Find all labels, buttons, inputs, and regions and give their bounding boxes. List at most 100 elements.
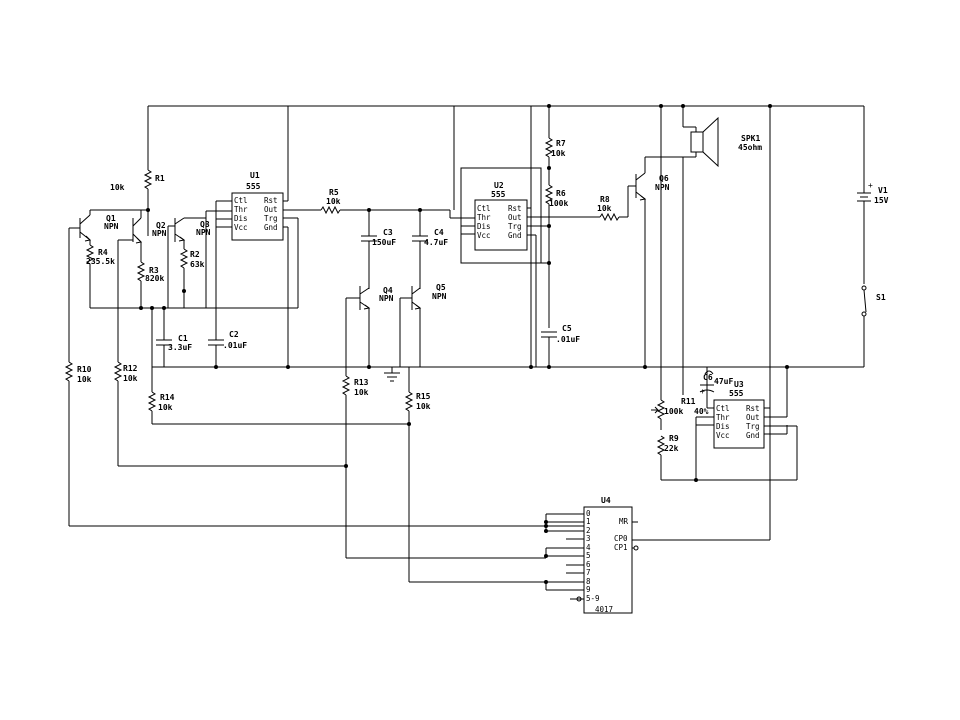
resistor-r3: R3 820k — [136, 242, 164, 308]
q5-label: Q5 — [436, 283, 446, 292]
u2-type: 555 — [491, 190, 506, 199]
s1-label: S1 — [876, 293, 886, 302]
ic-u2-555: U2 555 Ctl Thr Dis Vcc Rst Out Trg Gnd — [449, 106, 600, 367]
pin-label: Trg — [264, 214, 278, 223]
switch-s1: S1 — [861, 285, 886, 318]
transistor-q5: Q5 NPN — [399, 283, 447, 368]
pin-label: Ctl — [716, 404, 730, 413]
potentiometer-r11: R11 100k 40% — [651, 106, 709, 430]
transistor-q4: Q4 NPN — [345, 286, 394, 376]
c1-label: C1 — [178, 334, 188, 343]
r3-value: 820k — [145, 274, 164, 283]
r12-label: R12 — [123, 364, 138, 373]
q1-type: NPN — [104, 222, 119, 231]
r15-value: 10k — [416, 402, 431, 411]
r4-label: R4 — [98, 248, 108, 257]
u2-label: U2 — [494, 181, 504, 190]
pin-label: 6 — [586, 560, 591, 569]
capacitor-c3: C3 150uF — [361, 210, 396, 289]
pin-label: Trg — [746, 422, 760, 431]
ground-rail — [152, 318, 865, 368]
c5-value: .01uF — [556, 335, 580, 344]
r14-value: 10k — [158, 403, 173, 412]
pin-label: Vcc — [477, 231, 491, 240]
transistor-q1: Q1 NPN — [68, 209, 148, 362]
resistor-r4: R4 235.5k — [85, 240, 115, 308]
transistor-q6: Q6 NPN — [628, 156, 696, 367]
resistor-r8: R8 10k — [597, 186, 629, 222]
pin-label: Vcc — [234, 223, 248, 232]
ic-u3-555: U3 555 Ctl Thr Dis Vcc Rst Out Trg Gnd — [661, 106, 798, 540]
resistor-r2: R2 63k — [179, 240, 205, 308]
q4-type: NPN — [379, 294, 394, 303]
pin-label: Thr — [477, 213, 491, 222]
q2-label: Q2 — [156, 221, 166, 230]
capacitor-c5: C5 .01uF — [541, 324, 580, 367]
r2-value: 63k — [190, 260, 205, 269]
resistor-r7: R7 10k — [544, 106, 566, 185]
resistor-r14: R14 10k — [147, 367, 411, 426]
c6-label: C6 — [703, 373, 713, 382]
r9-value: 22k — [664, 444, 679, 453]
pin-label: Out — [264, 205, 278, 214]
c3-value: 150uF — [372, 238, 396, 247]
r13-label: R13 — [354, 378, 369, 387]
pin-label: 5 — [586, 551, 591, 560]
r8-value: 10k — [597, 204, 612, 213]
spk1-value: 45ohm — [738, 143, 762, 152]
v1-label: V1 — [878, 186, 888, 195]
resistor-r10: R10 10k — [64, 361, 584, 527]
c2-label: C2 — [229, 330, 239, 339]
u4-type: 4017 — [595, 605, 613, 614]
battery-v1: + V1 15V — [857, 181, 889, 284]
resistor-r15: R15 10k — [404, 367, 431, 582]
resistor-r5: R5 10k — [320, 188, 450, 215]
pin-label: 0 — [586, 509, 591, 518]
r5-label: R5 — [329, 188, 339, 197]
transistor-q3: Q3 NPN — [167, 217, 211, 308]
pin-label: Rst — [264, 196, 278, 205]
r3-label: R3 — [149, 266, 159, 275]
r10-label: R10 — [77, 365, 92, 374]
q1-label: Q1 — [106, 214, 116, 223]
pin-label: 8 — [586, 577, 591, 586]
u1-type: 555 — [246, 182, 261, 191]
capacitor-c1: C1 3.3uF — [156, 334, 192, 367]
q5-type: NPN — [432, 292, 447, 301]
pin-label: Thr — [234, 205, 248, 214]
r7-value: 10k — [551, 149, 566, 158]
pin-label: Dis — [234, 214, 248, 223]
u4-label: U4 — [601, 496, 611, 505]
resistor-r6: R6 100k — [544, 184, 568, 328]
ic-u1-555: U1 555 Ctl Thr Dis Vcc Rst Out Trg Gnd — [205, 106, 321, 367]
pin-label: Rst — [746, 404, 760, 413]
r9-label: R9 — [669, 434, 679, 443]
r7-label: R7 — [556, 139, 566, 148]
pin-label: Vcc — [716, 431, 730, 440]
junction-dots — [214, 104, 772, 369]
c2-value: .01uF — [223, 341, 247, 350]
pin-label: Out — [508, 213, 522, 222]
r14-label: R14 — [160, 393, 175, 402]
pin-label: CP0 — [614, 534, 628, 543]
q6-label: Q6 — [659, 174, 669, 183]
resistor-r13: R13 10k — [341, 375, 369, 558]
pin-label: 5-9 — [586, 594, 600, 603]
r12-value: 10k — [123, 374, 138, 383]
r1-label: R1 — [155, 174, 165, 183]
spk1-label: SPK1 — [741, 134, 760, 143]
pin-label: 4 — [586, 543, 591, 552]
pin-label: Dis — [716, 422, 730, 431]
r13-value: 10k — [354, 388, 369, 397]
power-rail — [147, 105, 865, 185]
pin-label: Gnd — [508, 231, 522, 240]
c1-value: 3.3uF — [168, 343, 192, 352]
r8-label: R8 — [600, 195, 610, 204]
r11-label: R11 — [681, 397, 696, 406]
r4-value: 235.5k — [86, 257, 115, 266]
resistor-r1: R1 10k — [110, 169, 165, 236]
r5-value: 10k — [326, 197, 341, 206]
r11-value: 100k — [664, 407, 683, 416]
c6-value: 47uF — [714, 377, 733, 386]
q4-label: Q4 — [383, 286, 393, 295]
